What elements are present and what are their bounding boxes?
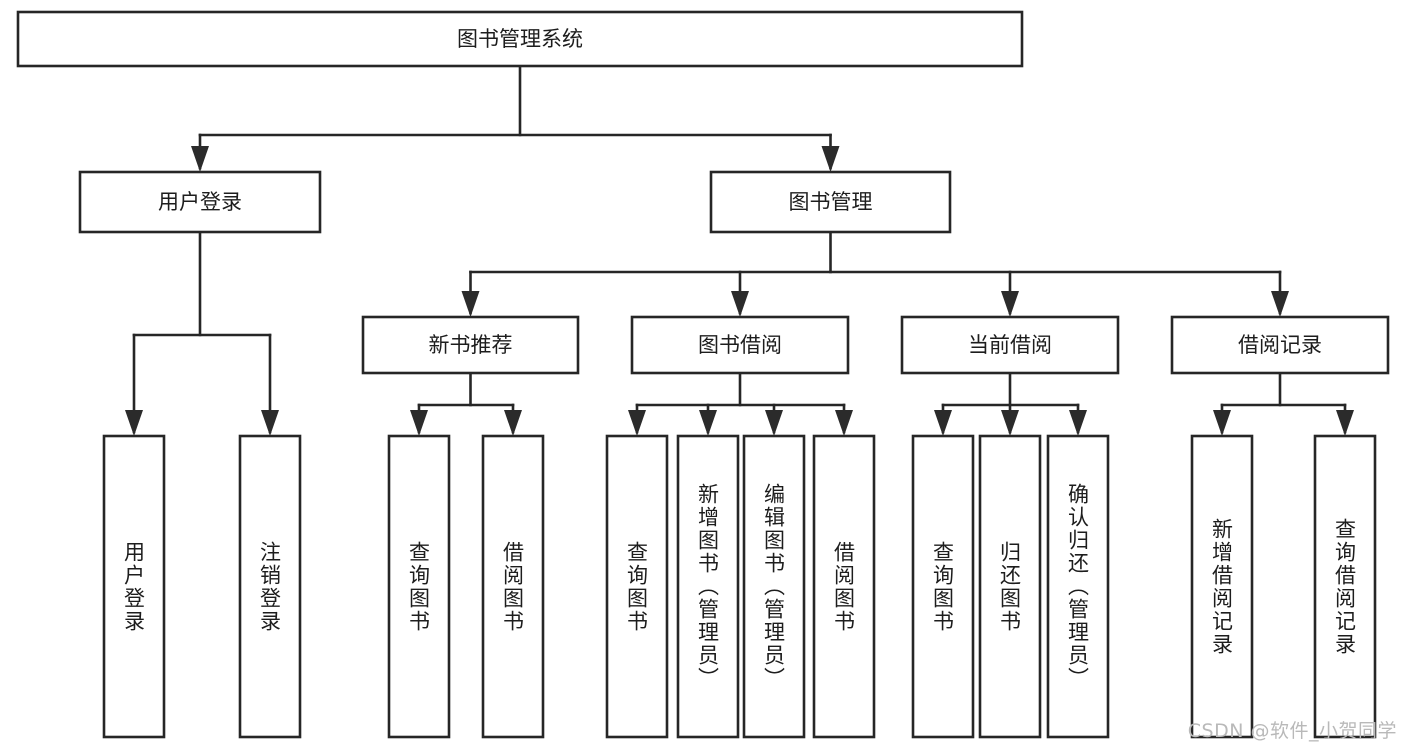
node-l2-图书借阅-rect (630, 315, 850, 375)
node-leaf-新增借阅记录-11[interactable] (1190, 434, 1254, 739)
node-leaf-注销登录-1-rect (238, 434, 302, 739)
arrow-head-icon (1213, 410, 1231, 436)
node-label-l2-新书推荐: 新书推荐 (429, 333, 513, 357)
arrow-head-icon (261, 410, 279, 436)
node-leaf-借阅图书-3[interactable] (481, 434, 545, 739)
node-leaf-新增图书管理员-5[interactable] (676, 434, 740, 739)
node-leaf-借阅图书-7[interactable] (812, 434, 876, 739)
node-leaf-查询图书-8[interactable] (911, 434, 975, 739)
node-label-l2-图书借阅: 图书借阅 (698, 333, 782, 357)
node-leaf-编辑图书管理员-6[interactable] (742, 434, 806, 739)
node-label-l2-借阅记录: 借阅记录 (1238, 333, 1322, 357)
node-leaf-确认归还管理员-10-rect (1046, 434, 1110, 739)
node-leaf-用户登录-0[interactable] (102, 434, 166, 739)
arrow-head-icon (1271, 291, 1289, 317)
node-root-图书管理系统[interactable]: 图书管理系统 (16, 10, 1024, 68)
node-leaf-借阅图书-7-rect (812, 434, 876, 739)
node-leaf-注销登录-1[interactable] (238, 434, 302, 739)
arrow-head-icon (1001, 291, 1019, 317)
arrow-head-icon (765, 410, 783, 436)
node-leaf-查询借阅记录-12[interactable] (1313, 434, 1377, 739)
node-leaf-借阅图书-3-rect (481, 434, 545, 739)
arrow-head-icon (731, 291, 749, 317)
node-leaf-查询图书-4-rect (605, 434, 669, 739)
node-l1-图书管理[interactable]: 图书管理 (709, 170, 952, 234)
arrow-head-icon (835, 410, 853, 436)
node-leaf-用户登录-0-rect (102, 434, 166, 739)
node-l2-新书推荐[interactable]: 新书推荐 (361, 315, 580, 375)
arrow-head-icon (628, 410, 646, 436)
arrow-head-icon (125, 410, 143, 436)
node-l2-当前借阅[interactable]: 当前借阅 (900, 315, 1120, 375)
node-leaf-查询借阅记录-12-rect (1313, 434, 1377, 739)
node-leaf-查询图书-4[interactable] (605, 434, 669, 739)
node-leaf-查询图书-2-rect (387, 434, 451, 739)
arrow-head-icon (410, 410, 428, 436)
node-leaf-编辑图书管理员-6-rect (742, 434, 806, 739)
node-label-l2-当前借阅: 当前借阅 (968, 333, 1052, 357)
arrow-head-icon (934, 410, 952, 436)
connectors-layer (125, 64, 1354, 436)
arrow-head-icon (1336, 410, 1354, 436)
watermark: CSDN @软件_小贺同学 (1187, 720, 1397, 742)
node-leaf-新增借阅记录-11-rect (1190, 434, 1254, 739)
node-l2-新书推荐-rect (361, 315, 580, 375)
node-l2-借阅记录-rect (1170, 315, 1390, 375)
node-root-图书管理系统-rect (16, 10, 1024, 68)
node-label-l1-用户登录: 用户登录 (158, 190, 242, 214)
arrow-head-icon (821, 146, 840, 172)
node-l1-用户登录-rect (78, 170, 322, 234)
node-label-root: 图书管理系统 (457, 27, 583, 51)
arrow-head-icon (504, 410, 522, 436)
node-l2-图书借阅[interactable]: 图书借阅 (630, 315, 850, 375)
arrow-head-icon (1069, 410, 1087, 436)
arrow-head-icon (461, 291, 480, 317)
arrow-head-icon (191, 146, 209, 172)
node-l1-图书管理-rect (709, 170, 952, 234)
node-leaf-查询图书-8-rect (911, 434, 975, 739)
node-leaf-归还图书-9-rect (978, 434, 1042, 739)
arrow-head-icon (1001, 410, 1019, 436)
node-l2-借阅记录[interactable]: 借阅记录 (1170, 315, 1390, 375)
node-l1-用户登录[interactable]: 用户登录 (78, 170, 322, 234)
node-leaf-新增图书管理员-5-rect (676, 434, 740, 739)
node-label-l1-图书管理: 图书管理 (789, 190, 873, 214)
node-leaf-归还图书-9[interactable] (978, 434, 1042, 739)
node-leaf-确认归还管理员-10[interactable] (1046, 434, 1110, 739)
node-l2-当前借阅-rect (900, 315, 1120, 375)
arrow-head-icon (699, 410, 717, 436)
node-leaf-查询图书-2[interactable] (387, 434, 451, 739)
